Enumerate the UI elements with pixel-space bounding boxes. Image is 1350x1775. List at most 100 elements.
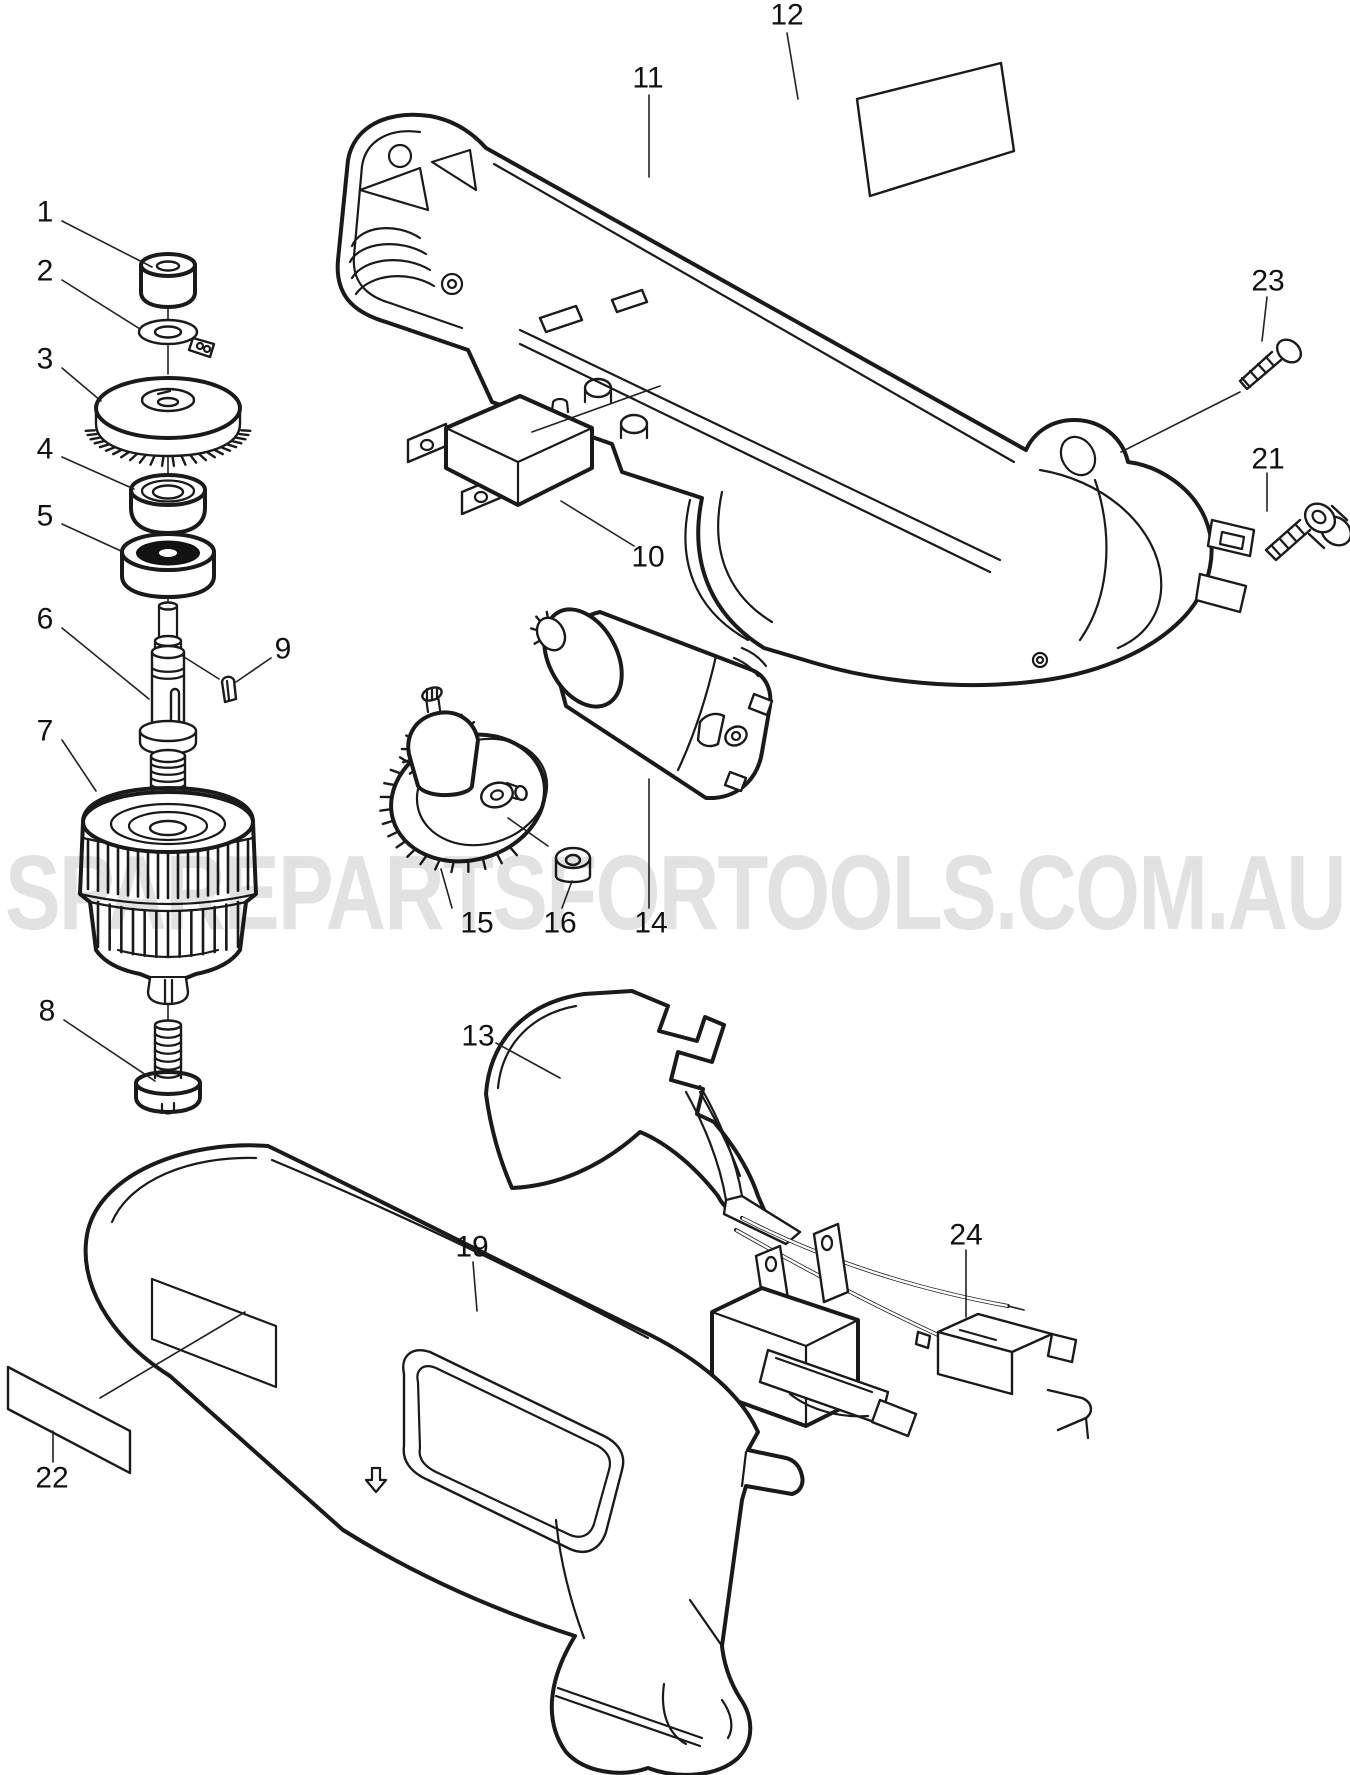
part-number-8: 8: [39, 995, 56, 1028]
tooth-line: [240, 429, 252, 433]
tooth-line: [93, 440, 105, 445]
bushing-drawing: [139, 252, 197, 309]
part-number-9: 9: [275, 633, 292, 666]
tooth-line: [138, 454, 147, 464]
tooth-line: [481, 858, 487, 871]
tooth-line: [86, 432, 98, 437]
part-number-21: 21: [1251, 443, 1284, 476]
tooth-line: [213, 448, 224, 456]
leader-line-15: [440, 868, 453, 909]
tooth-line: [238, 432, 250, 437]
bearing-drawing: [129, 473, 207, 535]
clip-bracket-drawing: [914, 1312, 1093, 1440]
leader-line-10: [560, 500, 635, 547]
gear-drawing: [84, 376, 252, 468]
tooth-line: [495, 853, 503, 865]
watermark-text: SPAREPARTSFORTOOLS.COM.AU: [5, 834, 1345, 952]
part-number-6: 6: [37, 603, 54, 636]
part-number-16: 16: [543, 907, 576, 940]
leader-line-16: [561, 880, 573, 909]
tooth-line: [104, 446, 116, 452]
part-number-19: 19: [455, 1231, 488, 1264]
leader-line-12: [786, 32, 799, 100]
leader-line-19: [472, 1261, 478, 1312]
part-number-22: 22: [35, 1462, 68, 1495]
part-number-2: 2: [37, 255, 54, 288]
tooth-line: [231, 440, 243, 445]
tooth-line: [189, 454, 198, 464]
rubber-ring-drawing: [120, 532, 216, 599]
tooth-line: [387, 830, 399, 838]
tooth-line: [389, 768, 402, 775]
leader-line-4: [61, 456, 135, 490]
tooth-line: [149, 455, 156, 466]
assembly-line: [99, 1311, 246, 1399]
tooth-line: [98, 443, 110, 449]
part-number-10: 10: [631, 541, 664, 574]
tooth-line: [112, 448, 123, 456]
leader-line-23: [1261, 296, 1268, 342]
tooth-line: [198, 452, 208, 462]
tooth-line: [226, 443, 238, 449]
chuck-drawing: [78, 786, 258, 1006]
lower-housing-drawing: [83, 1143, 805, 1775]
tooth-line: [84, 429, 96, 433]
tooth-line: [160, 455, 165, 468]
tooth-line: [450, 861, 455, 874]
leader-line-9: [235, 657, 272, 683]
leader-line-13: [495, 1042, 561, 1079]
tooth-line: [235, 436, 247, 441]
tooth-line: [89, 436, 101, 441]
label-sticker-drawing: [855, 61, 1016, 198]
motor-drawing: [530, 607, 774, 800]
name-plate-sticker-drawing: [6, 1365, 132, 1475]
tooth-line: [171, 455, 176, 468]
part-number-11: 11: [632, 62, 663, 95]
part-number-13: 13: [461, 1020, 494, 1053]
leader-line-6: [61, 627, 150, 700]
part-number-12: 12: [770, 0, 803, 32]
leader-line-23: [1120, 391, 1241, 453]
tooth-line: [419, 854, 428, 866]
tooth-line: [381, 819, 394, 826]
gear-assembly-drawing: [379, 686, 549, 874]
tooth-line: [379, 808, 392, 812]
tooth-line: [509, 846, 518, 857]
upper-housing-drawing: [335, 112, 1256, 688]
tooth-line: [220, 446, 232, 452]
leader-line-5: [61, 523, 122, 552]
leader-line-3: [61, 367, 102, 402]
part-number-23: 23: [1251, 265, 1284, 298]
assembly-lines: [99, 385, 661, 1399]
tooth-line: [395, 840, 407, 849]
assembly-line: [531, 385, 661, 433]
leader-line-7: [61, 739, 97, 792]
tooth-line: [406, 848, 416, 858]
part-number-15: 15: [460, 907, 493, 940]
tooth-line: [128, 452, 138, 462]
part-number-5: 5: [37, 500, 54, 533]
leader-line-1: [61, 220, 153, 268]
tooth-line: [120, 451, 130, 459]
pan-head-screw-drawing: [1238, 338, 1303, 391]
leader-line-2: [61, 279, 141, 330]
cap-screw-drawing: [1264, 502, 1350, 562]
tooth-line: [383, 782, 396, 787]
part-number-7: 7: [37, 715, 54, 748]
assembly-line: [507, 817, 549, 847]
part-number-3: 3: [37, 343, 54, 376]
leader-line-8: [63, 1019, 156, 1082]
part-number-14: 14: [634, 907, 667, 940]
retaining-ring-drawing: [137, 318, 216, 359]
part-number-1: 1: [37, 196, 54, 229]
motor-cover-drawing: [484, 989, 768, 1219]
motor-bushing-drawing: [554, 846, 592, 884]
tooth-line: [434, 859, 441, 871]
assembly-line: [180, 654, 220, 680]
chuck-screw-drawing: [134, 1019, 202, 1115]
trigger-switch-drawing: [710, 1194, 1025, 1438]
part-number-4: 4: [37, 433, 54, 466]
key-drawing: [220, 675, 238, 704]
